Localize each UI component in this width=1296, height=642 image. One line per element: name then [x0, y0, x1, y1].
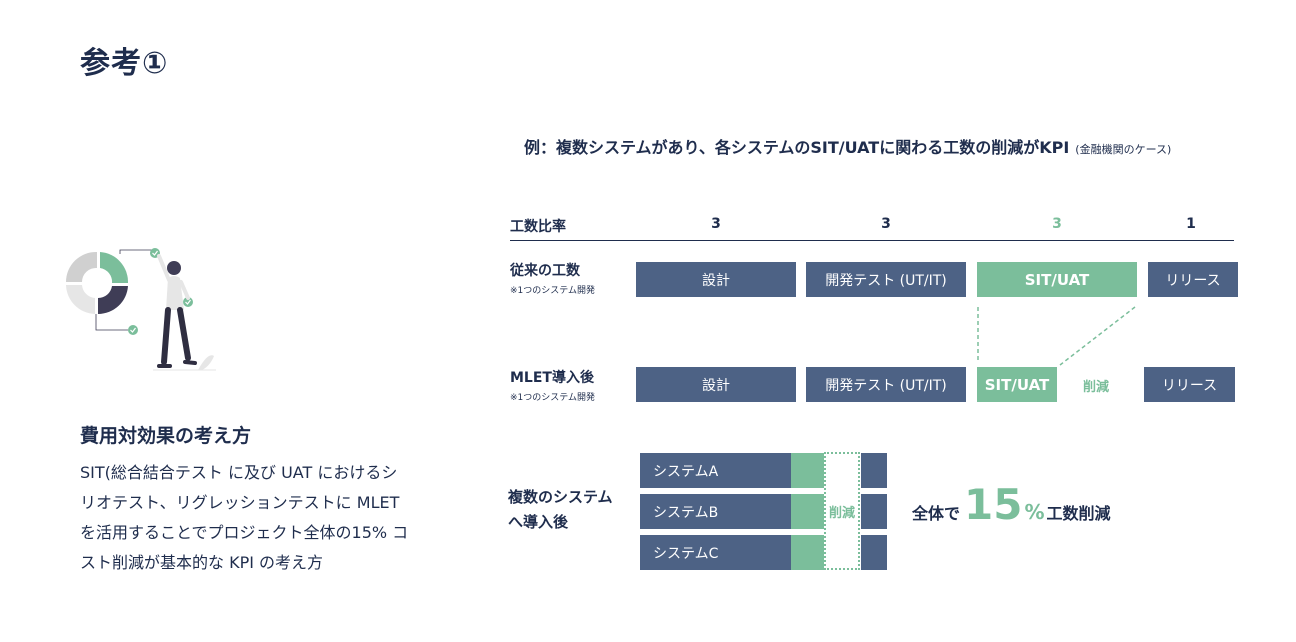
total-unit: % [1024, 500, 1045, 524]
total-prefix: 全体で [912, 504, 961, 523]
diagram-subtitle: 例：複数システムがあり、各システムのSIT/UATに関わる工数の削減がKPI (金… [524, 134, 1171, 158]
illustration-svg [65, 248, 216, 371]
system-c-green-segment [791, 535, 824, 570]
system-a-green-segment [791, 453, 824, 488]
subtitle-note: (金融機関のケース) [1075, 143, 1172, 156]
system-c-tail [861, 535, 887, 570]
row-mlet-sublabel: ※1つのシステム開発 [510, 393, 595, 403]
total-value: 15 [964, 480, 1023, 529]
person-with-chart-illustration [58, 240, 228, 380]
section-body-line: を活用することでプロジェクト全体の15% コ [80, 523, 409, 542]
system-c-bar: システムC [640, 535, 791, 570]
system-b-bar: システムB [640, 494, 791, 529]
total-reduction: 全体で 15 % 工数削減 [912, 480, 1111, 529]
chart-segment-dark [98, 286, 128, 315]
total-suffix: 工数削減 [1046, 504, 1111, 523]
ratio-dev-test: 3 [881, 216, 891, 232]
phase-release: リリース [1148, 262, 1238, 297]
ratio-release: 1 [1186, 216, 1196, 232]
mlet-phase-dev-test: 開発テスト (UT/IT) [806, 367, 966, 402]
phase-design: 設計 [636, 262, 796, 297]
row-mlet-label: MLET導入後 [510, 370, 594, 386]
ratio-sit-uat: 3 [1052, 216, 1062, 232]
row-conventional-label: 従来の工数 [510, 263, 580, 279]
system-a-tail [861, 453, 887, 488]
ratio-design: 3 [711, 216, 721, 232]
multi-reduction-label: 削減 [828, 506, 855, 521]
section-body-line: スト削減が基本的な KPI の考え方 [80, 553, 324, 572]
mlet-phase-release: リリース [1144, 367, 1235, 402]
mlet-phase-sit-uat: SIT/UAT [977, 367, 1057, 402]
page-title: 参考① [80, 46, 169, 81]
mlet-reduction-label: 削減 [1083, 380, 1110, 395]
chart-segment-gray-2 [65, 251, 97, 282]
row-conventional-sublabel: ※1つのシステム開発 [510, 286, 595, 296]
section-body-line: リオテスト、リグレッションテストに MLET [80, 493, 400, 512]
section-body: SIT(総合結合テスト に及び UAT におけるシ リオテスト、リグレッションテ… [80, 458, 440, 578]
connector-line-right [1059, 306, 1136, 366]
system-b-green-segment [791, 494, 824, 529]
phase-dev-test: 開発テスト (UT/IT) [806, 262, 966, 297]
mlet-phase-design: 設計 [636, 367, 796, 402]
subtitle-main: 例：複数システムがあり、各システムのSIT/UATに関わる工数の削減がKPI [524, 138, 1070, 157]
chart-segment-green [100, 252, 129, 283]
system-b-tail [861, 494, 887, 529]
row-multi-label-line2: へ導入後 [508, 513, 569, 531]
reduction-dotted-box [824, 452, 860, 570]
section-heading: 費用対効果の考え方 [80, 425, 252, 447]
chart-segment-gray-1 [66, 285, 95, 314]
row-multi-label-line1: 複数のシステム [508, 488, 613, 506]
ratio-label: 工数比率 [510, 219, 566, 235]
phase-sit-uat: SIT/UAT [977, 262, 1137, 297]
system-a-bar: システムA [640, 453, 791, 488]
header-rule [510, 240, 1234, 241]
section-body-line: SIT(総合結合テスト に及び UAT におけるシ [80, 463, 398, 482]
